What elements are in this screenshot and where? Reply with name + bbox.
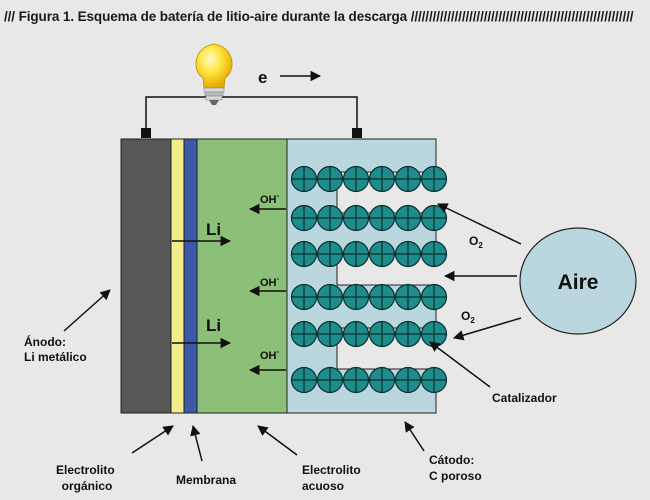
catalyst-label: Catalizador <box>492 391 557 405</box>
catalyst-particle <box>316 320 344 348</box>
catalyst-particle <box>342 165 370 193</box>
catalyst-particle <box>420 165 448 193</box>
catalyst-particle <box>394 320 422 348</box>
air-ellipse <box>519 227 637 335</box>
aqueous-electrolyte-layer <box>196 138 288 414</box>
membrane-pointer <box>190 424 203 462</box>
figure-title-text: /// Figura 1. Esquema de batería de liti… <box>4 9 408 24</box>
catalyst-particle <box>368 240 396 268</box>
o2-arrow-1 <box>437 203 522 245</box>
catalyst-particles <box>290 165 448 394</box>
electron-label: e <box>258 68 267 87</box>
organic-electrolyte-pointer <box>131 425 174 454</box>
figure-header: /// Figura 1. Esquema de batería de liti… <box>0 0 650 34</box>
catalyst-particle <box>394 204 422 232</box>
catalyst-particle <box>290 165 318 193</box>
o2-label-2: O2 <box>461 309 475 325</box>
catalyst-particle <box>290 283 318 311</box>
catalyst-particle <box>420 366 448 394</box>
catalyst-particle <box>316 366 344 394</box>
o2-arrow-3 <box>452 317 522 341</box>
organic-electrolyte-label: Electrolito orgánico <box>56 463 118 493</box>
catalyst-pointer <box>429 341 491 388</box>
catalyst-particle <box>420 283 448 311</box>
light-bulb-icon <box>195 43 233 105</box>
catalyst-particle <box>368 283 396 311</box>
oh-label-3: OH- <box>260 347 280 362</box>
figure-title: /// Figura 1. Esquema de batería de liti… <box>4 9 634 24</box>
circuit-wire <box>145 96 358 133</box>
organic-electrolyte-layer <box>170 138 185 414</box>
catalyst-particle <box>394 240 422 268</box>
o2-label-1: O2 <box>469 234 483 250</box>
catalyst-particle <box>342 283 370 311</box>
cathode-terminal <box>352 128 362 138</box>
oh-label-2: OH- <box>260 274 280 289</box>
cathode-pointer <box>404 421 425 452</box>
anode-pointer <box>63 289 111 332</box>
catalyst-particle <box>290 320 318 348</box>
air-label: Aire <box>558 271 599 294</box>
anode-terminal <box>141 128 151 138</box>
catalyst-particle <box>368 320 396 348</box>
catalyst-particle <box>290 366 318 394</box>
catalyst-particle <box>342 204 370 232</box>
anode-label: Ánodo: Li metálico <box>24 334 87 364</box>
catalyst-particle <box>342 240 370 268</box>
cathode-label: Cátodo: C poroso <box>429 453 482 483</box>
catalyst-particle <box>420 320 448 348</box>
catalyst-particle <box>290 204 318 232</box>
catalyst-particle <box>394 165 422 193</box>
aqueous-electrolyte-pointer <box>257 425 298 456</box>
anode-layer <box>120 138 172 414</box>
catalyst-particle <box>316 204 344 232</box>
li-label-top: Li <box>206 220 221 239</box>
catalyst-particle <box>394 283 422 311</box>
catalyst-particle <box>316 283 344 311</box>
catalyst-particle <box>316 165 344 193</box>
oh-label-1: OH- <box>260 191 280 206</box>
membrane-label: Membrana <box>176 473 236 487</box>
catalyst-particle <box>290 240 318 268</box>
catalyst-particle <box>368 366 396 394</box>
catalyst-particle <box>316 240 344 268</box>
aqueous-electrolyte-label: Electrolito acuoso <box>302 463 364 493</box>
catalyst-particle <box>342 320 370 348</box>
catalyst-particle <box>342 366 370 394</box>
catalyst-particle <box>420 240 448 268</box>
catalyst-particle <box>368 165 396 193</box>
catalyst-particle <box>368 204 396 232</box>
catalyst-particle <box>420 204 448 232</box>
catalyst-particle <box>394 366 422 394</box>
li-label-bottom: Li <box>206 316 221 335</box>
header-slashes: ////////////////////////////////////////… <box>410 9 634 24</box>
membrane-layer <box>183 138 198 414</box>
